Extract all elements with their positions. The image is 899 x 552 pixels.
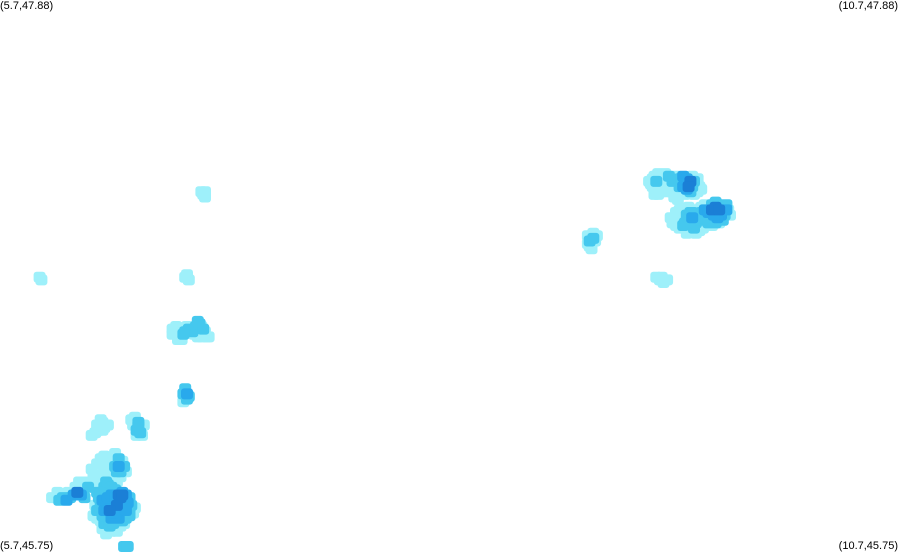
precipitation-cell (116, 489, 129, 501)
precipitation-cell (655, 186, 668, 198)
precipitation-cell (121, 541, 134, 552)
precipitation-cell (671, 194, 684, 205)
precipitation-cell (132, 416, 145, 428)
precipitation-cell (191, 315, 204, 327)
precipitation-cell (713, 204, 726, 216)
precipitation-cell (677, 220, 690, 231)
precipitation-cell (686, 212, 699, 224)
corner-label-top-right: (10.7,47.88) (838, 0, 898, 12)
precipitation-cell (587, 232, 600, 244)
precipitation-cell (166, 323, 179, 335)
precipitation-cell (112, 461, 125, 472)
precipitation-cell (181, 388, 193, 400)
corner-label-top-left: (5.7,47.88) (0, 0, 54, 12)
precipitation-cell (181, 269, 193, 281)
precipitation-cell (35, 274, 48, 286)
precipitation-cell (199, 186, 211, 198)
precipitation-cell (655, 271, 668, 283)
corner-label-bottom-left: (5.7,45.75) (0, 540, 54, 552)
precipitation-cell (91, 419, 104, 431)
corner-label-bottom-right: (10.7,45.75) (838, 540, 898, 552)
precipitation-cell (177, 328, 190, 340)
precipitation-cell (650, 175, 663, 187)
precipitation-cell (682, 181, 695, 193)
precipitation-cell (71, 486, 84, 498)
precipitation-cell (103, 505, 116, 516)
